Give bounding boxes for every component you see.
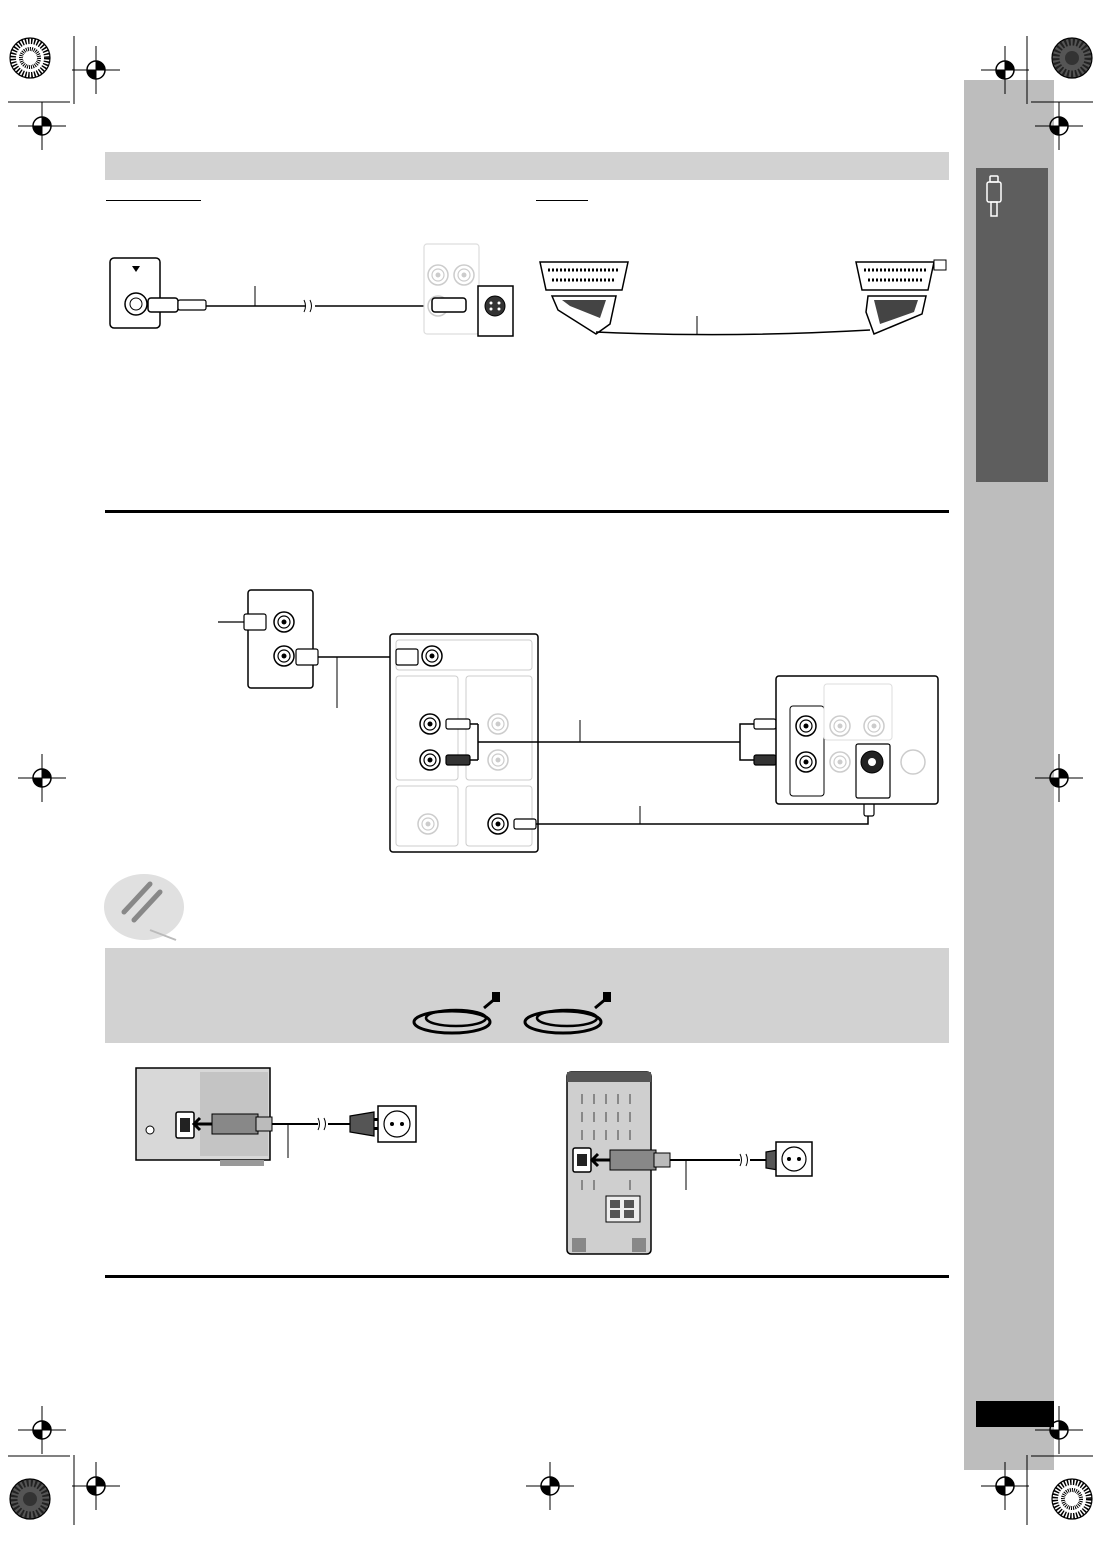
scart-connector-icon xyxy=(539,261,629,335)
s-video-jack-icon xyxy=(124,292,148,316)
subwoofer-power-diagram xyxy=(566,1071,813,1255)
crop-mark-icon xyxy=(8,36,1093,1525)
section-band-top xyxy=(105,152,949,180)
main-unit-power-diagram xyxy=(135,1067,417,1166)
mains-plug-icon xyxy=(349,1111,382,1137)
power-cord-coil-icon xyxy=(412,992,500,1035)
page-number-box xyxy=(976,1401,1054,1427)
wall-socket-icon xyxy=(775,1141,813,1177)
audio-connection-diagram xyxy=(218,589,939,853)
divider-rule-2 xyxy=(105,1275,949,1278)
heading-underline-right xyxy=(536,200,588,201)
rca-plug-icon xyxy=(986,175,1002,217)
divider-rule-1 xyxy=(105,510,949,513)
scart-connector-icon xyxy=(855,259,947,335)
scart-connection-diagram xyxy=(539,259,947,336)
power-cord-coil-icon xyxy=(523,992,611,1035)
wall-socket-icon xyxy=(377,1105,417,1143)
ac-inlet-icon xyxy=(175,1111,195,1139)
s-video-connection-diagram xyxy=(109,243,514,337)
cables-hint-icon xyxy=(104,874,184,941)
ac-inlet-icon xyxy=(572,1147,592,1173)
heading-underline-left xyxy=(106,200,201,201)
side-tab xyxy=(976,168,1048,482)
